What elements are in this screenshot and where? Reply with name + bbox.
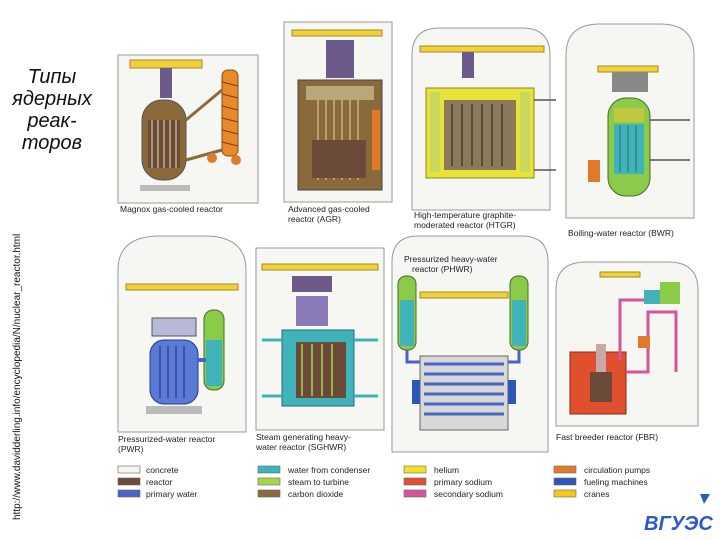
- legend-item: carbon dioxide: [257, 489, 344, 499]
- vguesu-logo: ВГУЭС: [644, 494, 713, 535]
- svg-text:circulation pumps: circulation pumps: [584, 465, 650, 475]
- reactor-caption: Pressurized heavy-water: [404, 254, 498, 264]
- pwr-reactor-drawing: [117, 235, 247, 433]
- reactor-caption: (PWR): [118, 444, 144, 454]
- svg-text:carbon dioxide: carbon dioxide: [288, 489, 344, 499]
- legend-item: secondary sodium: [403, 489, 503, 499]
- phwr-reactor-drawing: [391, 235, 549, 453]
- svg-text:helium: helium: [434, 465, 459, 475]
- svg-text:concrete: concrete: [146, 465, 179, 475]
- sghwr-reactor-drawing: [255, 247, 385, 431]
- agr-reactor-drawing: [283, 21, 393, 203]
- svg-text:steam to turbine: steam to turbine: [288, 477, 349, 487]
- reactor-caption: Boiling-water reactor (BWR): [568, 228, 674, 238]
- reactor-caption: High-temperature graphite-: [414, 210, 516, 220]
- legend-item: water from condenser: [257, 465, 370, 475]
- legend-item: reactor: [117, 477, 173, 487]
- legend-item: circulation pumps: [553, 465, 650, 475]
- svg-text:cranes: cranes: [584, 489, 610, 499]
- reactor-caption: Magnox gas-cooled reactor: [120, 204, 223, 214]
- legend-item: primary water: [117, 489, 198, 499]
- legend-item: helium: [403, 465, 459, 475]
- reactor-caption: Pressurized-water reactor: [118, 434, 215, 444]
- legend-item: concrete: [117, 465, 179, 475]
- legend-item: fueling machines: [553, 477, 648, 487]
- reactor-caption: water reactor (SGHWR): [255, 442, 346, 452]
- reactor-caption: reactor (AGR): [288, 214, 341, 224]
- reactor-caption: moderated reactor (HTGR): [414, 220, 516, 230]
- svg-text:fueling machines: fueling machines: [584, 477, 648, 487]
- reactor-caption: Steam generating heavy-: [256, 432, 351, 442]
- reactor-caption: reactor (PHWR): [412, 264, 473, 274]
- svg-text:primary water: primary water: [146, 489, 198, 499]
- svg-text:water from condenser: water from condenser: [287, 465, 370, 475]
- magnox-reactor-drawing: [117, 54, 259, 204]
- legend: concrete reactor primary water water fro…: [117, 465, 650, 499]
- svg-text:secondary sodium: secondary sodium: [434, 489, 503, 499]
- svg-text:ВГУЭС: ВГУЭС: [644, 513, 713, 535]
- legend-item: primary sodium: [403, 477, 492, 487]
- legend-item: cranes: [553, 489, 610, 499]
- svg-text:primary sodium: primary sodium: [434, 477, 492, 487]
- reactor-caption: Fast breeder reactor (FBR): [556, 432, 658, 442]
- legend-item: steam to turbine: [257, 477, 349, 487]
- bwr-reactor-drawing: [565, 23, 695, 219]
- htgr-reactor-drawing: [411, 27, 556, 211]
- svg-text:reactor: reactor: [146, 477, 173, 487]
- slide-title: Типы ядерных реак- торов: [12, 66, 92, 154]
- fbr-reactor-drawing: [555, 261, 699, 427]
- reactor-caption: Advanced gas-cooled: [288, 204, 370, 214]
